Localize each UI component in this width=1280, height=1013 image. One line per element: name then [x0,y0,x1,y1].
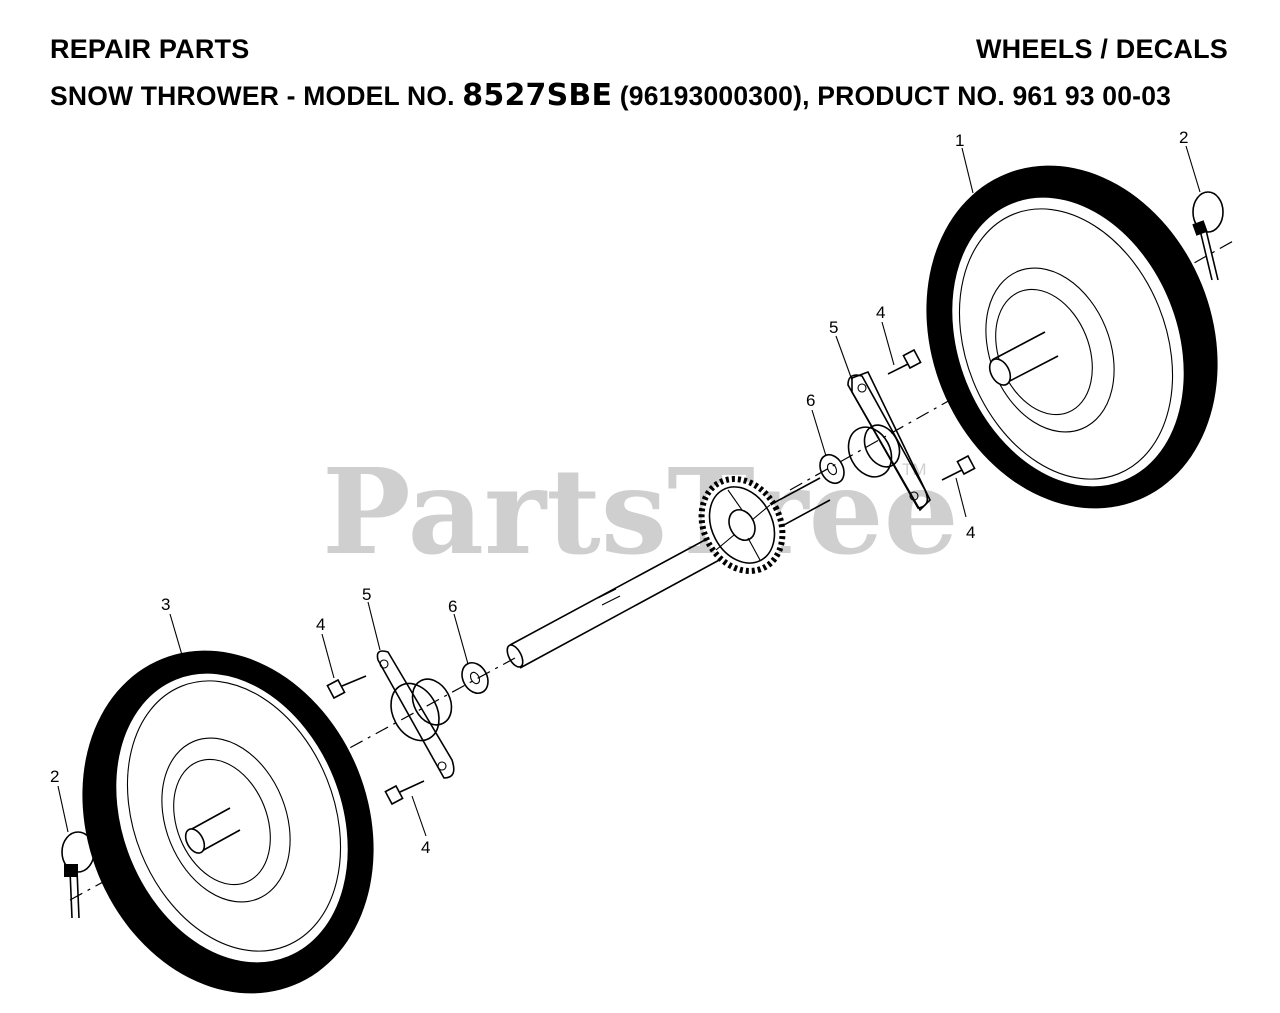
callout-pin-left: 2 [50,767,59,786]
bearing-flange-right [847,370,931,512]
hitch-pin-left [61,831,95,919]
bolt-left-top [326,675,367,700]
bolt-right-top [887,348,922,375]
callout-bolt-right-bottom: 4 [966,523,975,542]
callout-bolt-right-top: 4 [876,303,885,322]
callout-washer-right: 6 [806,391,815,410]
callout-bearing-right: 5 [829,318,838,337]
header-model-number: 8527SBE [462,78,613,113]
bolt-right-bottom [941,454,976,481]
callout-pin-right: 2 [1179,128,1188,147]
header-page-title: WHEELS / DECALS [975,34,1228,64]
leader-lines [57,145,1201,837]
wheel-left [82,650,374,994]
header-model-line: SNOW THROWER - MODEL NO. 8527SBE (961930… [50,81,1171,111]
wheel-right [926,165,1218,509]
header-model-prefix: SNOW THROWER - MODEL NO. [50,81,463,111]
washer-right [819,453,845,485]
callout-bolt-left-top: 4 [316,615,325,634]
callout-wheel-right: 1 [955,131,964,150]
callout-bearing-left: 5 [362,585,371,604]
washer-left [461,661,489,695]
header-model-suffix: (96193000300), PRODUCT NO. 961 93 00-03 [612,81,1172,111]
watermark-logo: PartsTree [322,442,959,581]
bearing-flange-left [376,650,455,779]
callout-washer-left: 6 [448,597,457,616]
bolt-left-bottom [384,780,425,806]
header-section-title: REPAIR PARTS [50,34,250,64]
drive-gear [698,476,786,574]
callout-wheel-left: 3 [161,595,170,614]
callout-bolt-left-bottom: 4 [421,838,430,857]
hitch-pin-right [1192,191,1224,281]
